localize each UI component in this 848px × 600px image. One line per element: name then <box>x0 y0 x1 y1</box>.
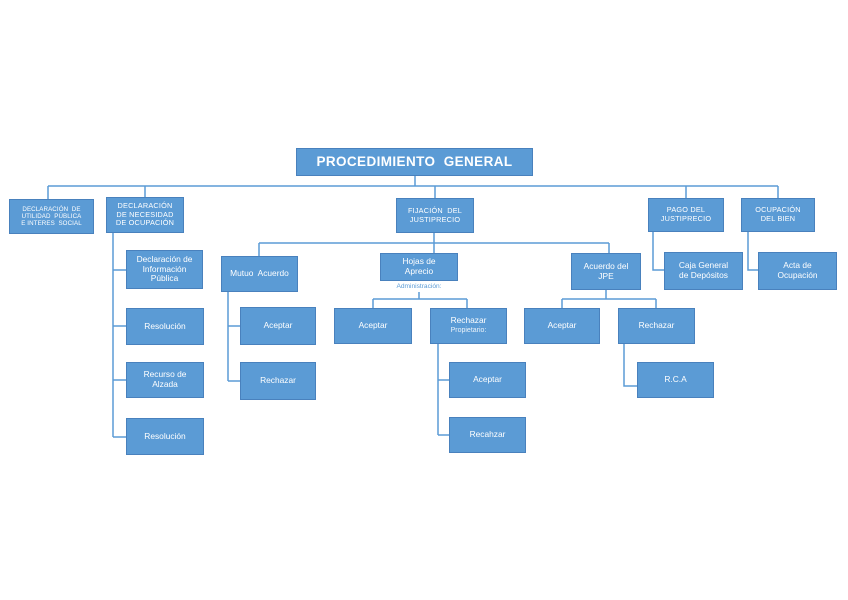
node-label: Aceptar <box>547 320 577 331</box>
node-propietario-rechazar: Recahzar <box>449 417 526 453</box>
node-ocupacion-bien: OCUPACIÓN DEL BIEN <box>741 198 815 232</box>
node-hojas-aprecio: Hojas de Aprecio <box>380 253 458 281</box>
hojas-rechazar-trunk <box>437 344 449 436</box>
node-mutuo-rechazar: Rechazar <box>240 362 316 400</box>
node-label: Declaración de Información Pública <box>136 253 193 284</box>
hojas-split <box>372 292 468 308</box>
node-label: Rechazar <box>638 320 675 331</box>
label-propietario: Propietario: <box>450 327 487 335</box>
node-procedimiento-general: PROCEDIMIENTO GENERAL <box>296 148 533 176</box>
pago-elbow <box>652 232 664 271</box>
node-label: Mutuo Acuerdo <box>230 268 289 279</box>
ocupacion-elbow <box>747 232 758 271</box>
node-mutuo-aceptar: Aceptar <box>240 307 316 345</box>
node-label: Resolución <box>144 430 186 441</box>
node-label: Hojas de Aprecio <box>402 256 436 276</box>
rca-elbow <box>623 344 637 387</box>
node-declaracion-utilidad: DECLARACIÓN DE UTILIDAD PÚBLICA E INTERE… <box>9 199 94 234</box>
node-label: PAGO DEL JUSTIPRECIO <box>660 205 712 223</box>
node-propietario-aceptar: Aceptar <box>449 362 526 398</box>
necesidad-trunk <box>112 233 126 438</box>
node-pago-justiprecio: PAGO DEL JUSTIPRECIO <box>648 198 724 232</box>
node-label: Acuerdo del JPE <box>583 260 629 281</box>
node-label: Caja General de Depósitos <box>678 260 729 280</box>
node-fijacion-justiprecio: FIJACIÓN DEL JUSTIPRECIO <box>396 198 474 233</box>
node-acta-ocupacion: Acta de Ocupación <box>758 252 837 290</box>
node-hojas-rechazar: Rechazar Propietario: <box>430 308 507 344</box>
node-label: Aceptar <box>263 320 293 331</box>
node-jpe-rechazar: Rechazar <box>618 308 695 344</box>
node-label: R.C.A <box>664 374 687 385</box>
node-label: OCUPACIÓN DEL BIEN <box>755 205 801 223</box>
node-label: PROCEDIMIENTO GENERAL <box>316 154 513 170</box>
node-label: Rechazar <box>450 315 487 326</box>
node-declaracion-info-publica: Declaración de Información Pública <box>126 250 203 289</box>
node-mutuo-acuerdo: Mutuo Acuerdo <box>221 256 298 292</box>
label-administracion: Administración: <box>396 283 442 290</box>
root-connector <box>47 176 779 199</box>
node-rca: R.C.A <box>637 362 714 398</box>
node-acuerdo-jpe: Acuerdo del JPE <box>571 253 641 290</box>
node-label: Recurso de Alzada <box>143 369 187 389</box>
node-caja-general-depositos: Caja General de Depósitos <box>664 252 743 290</box>
node-declaracion-necesidad: DECLARACIÓN DE NECESIDAD DE OCUPACIÓN <box>106 197 184 233</box>
node-label: Rechazar <box>260 375 296 386</box>
node-recurso-alzada: Recurso de Alzada <box>126 362 204 398</box>
node-label: Resolución <box>144 320 186 331</box>
jpe-split <box>561 290 657 308</box>
node-label: DECLARACIÓN DE NECESIDAD DE OCUPACIÓN <box>115 201 175 228</box>
fijacion-rail <box>258 233 610 256</box>
mutuo-trunk <box>227 292 240 382</box>
node-label: FIJACIÓN DEL JUSTIPRECIO <box>407 205 463 224</box>
node-label: Recahzar <box>469 429 506 440</box>
node-jpe-aceptar: Aceptar <box>524 308 600 344</box>
node-resolucion-1: Resolución <box>126 308 204 345</box>
node-label: DECLARACIÓN DE UTILIDAD PÚBLICA E INTERE… <box>21 205 82 228</box>
node-hojas-aceptar: Aceptar <box>334 308 412 344</box>
node-label: Aceptar <box>358 320 388 331</box>
node-label: Acta de Ocupación <box>777 260 818 280</box>
node-label: Aceptar <box>473 374 502 385</box>
node-resolucion-2: Resolución <box>126 418 204 455</box>
